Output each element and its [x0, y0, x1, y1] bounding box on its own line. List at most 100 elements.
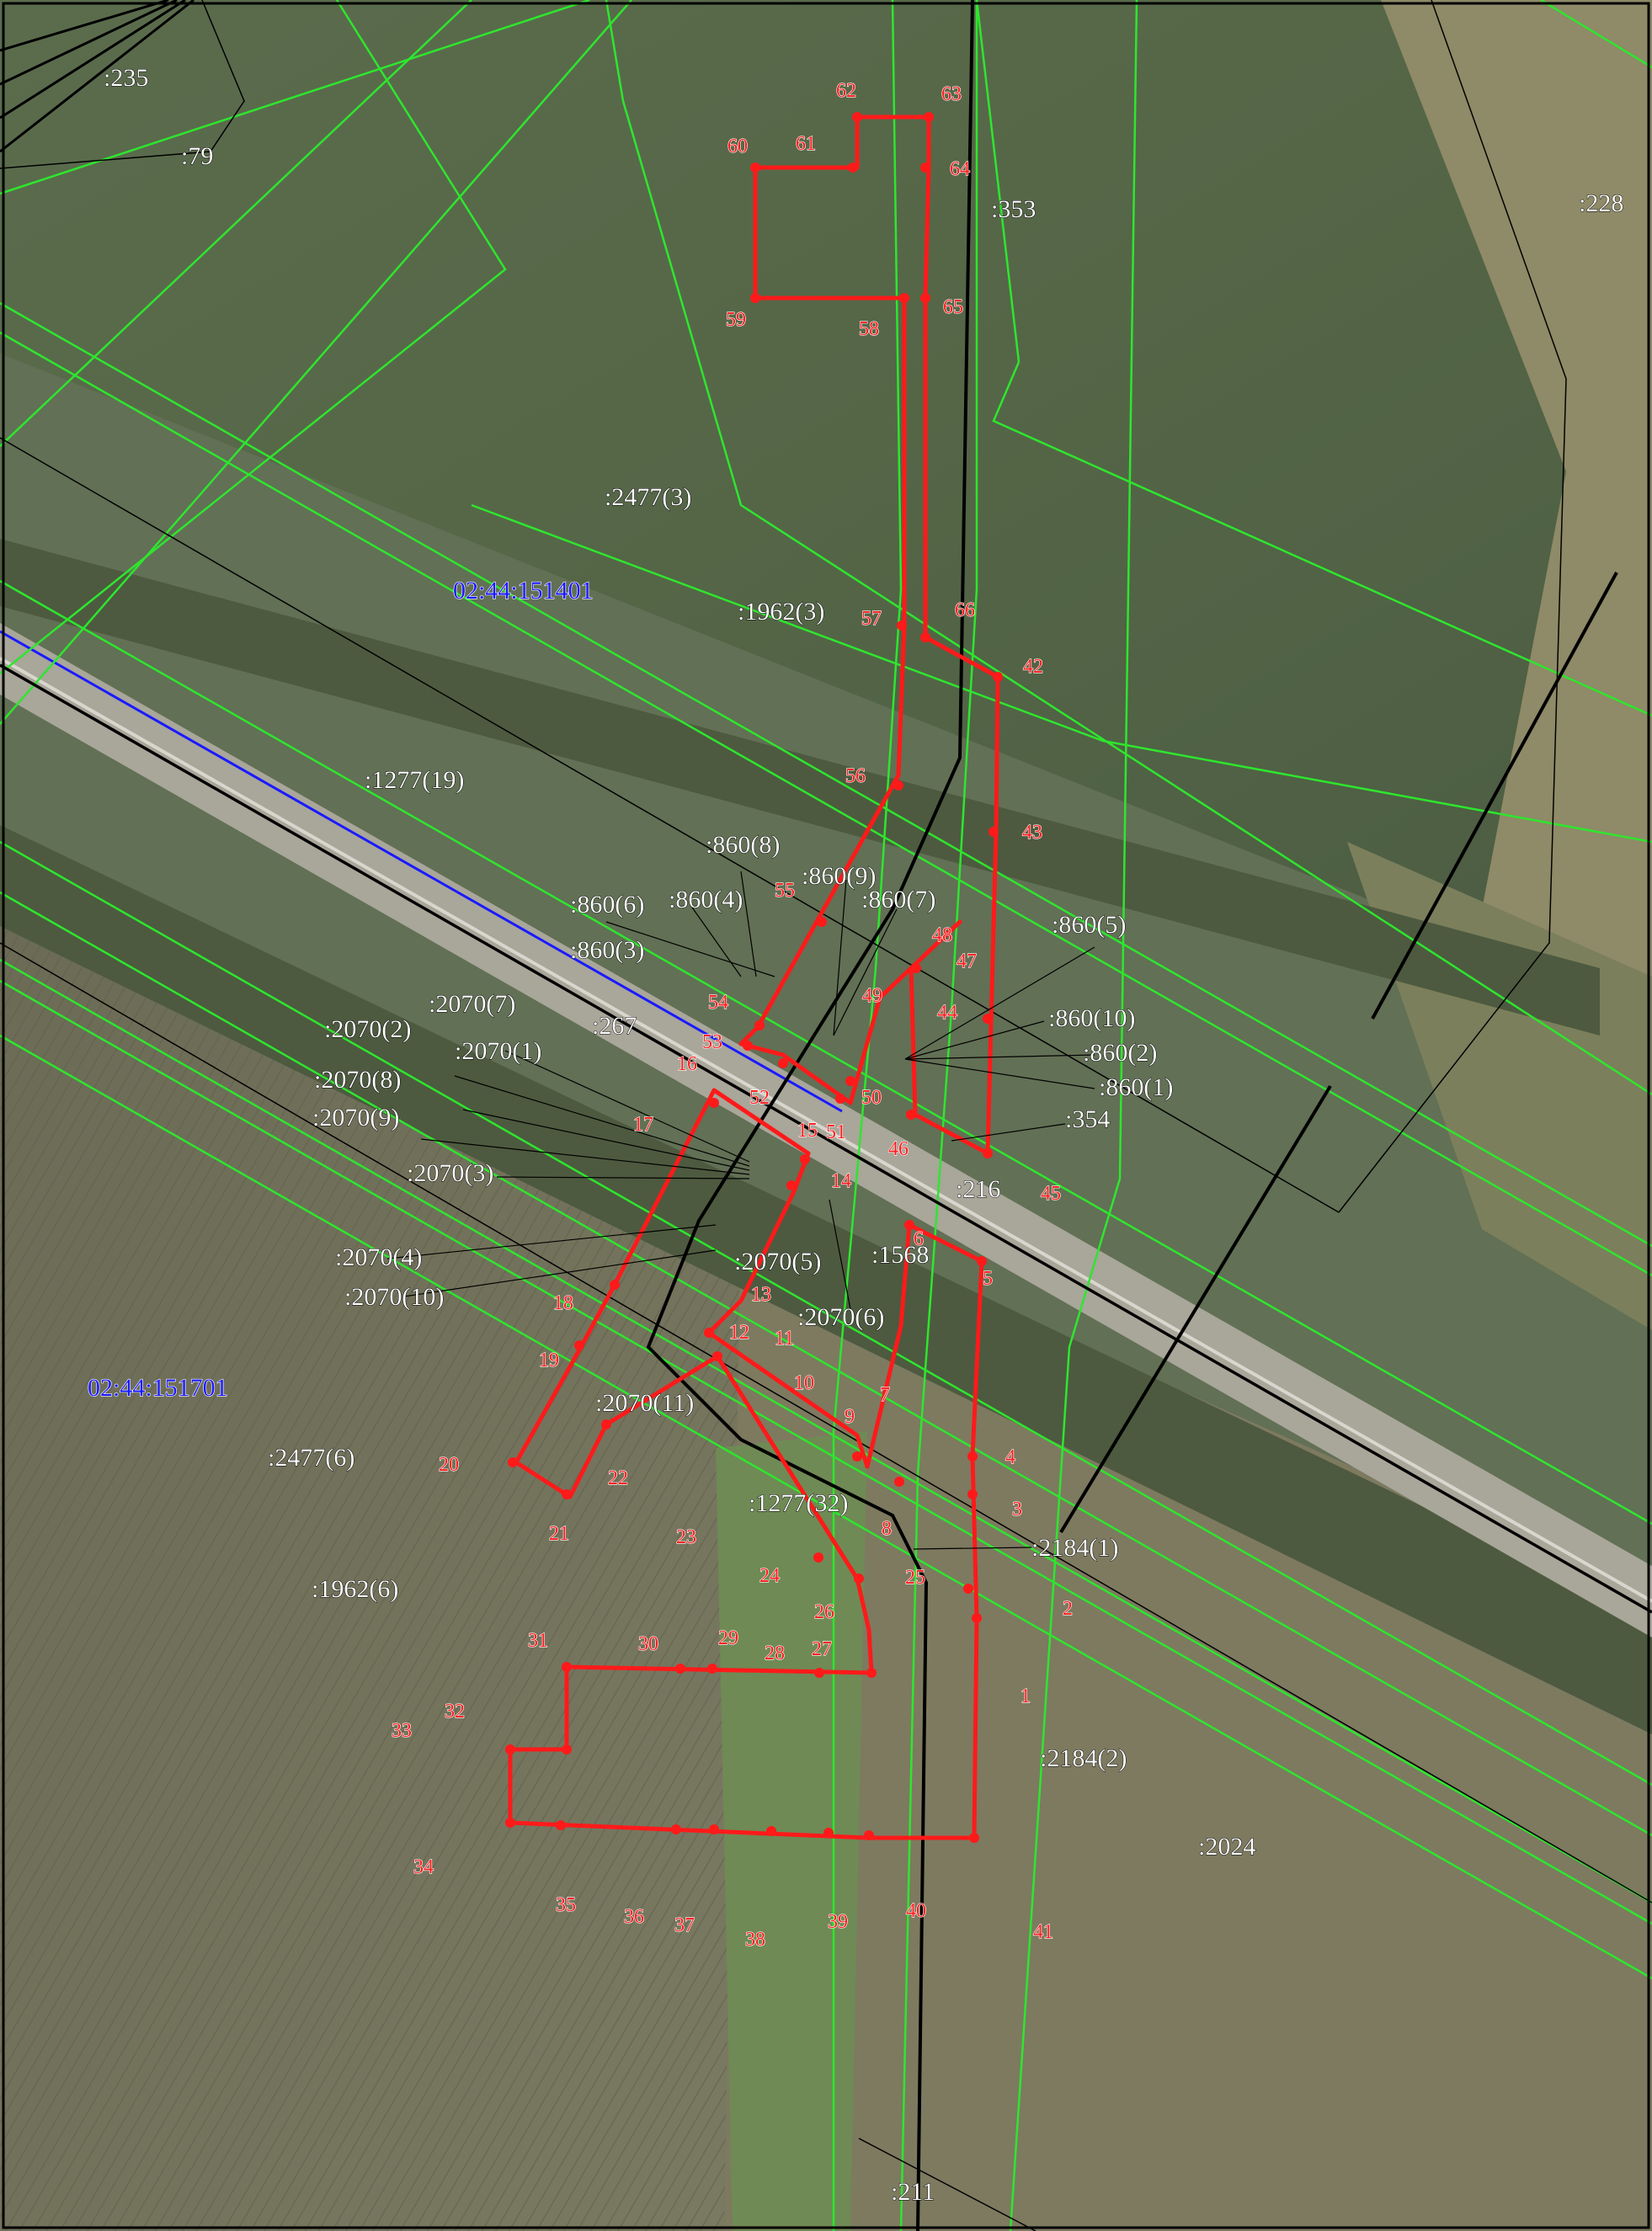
- cad-line: [975, 0, 1021, 363]
- point-dot: [556, 1820, 566, 1830]
- leader-line: [833, 879, 847, 1036]
- leader-line: [904, 1054, 1095, 1060]
- cad-line: [0, 301, 1652, 1248]
- point-dot: [848, 162, 858, 173]
- parcel-label: :2070(6): [797, 1303, 884, 1331]
- leader-line: [904, 1058, 1095, 1089]
- point-label: 32: [445, 1701, 465, 1723]
- point-dot: [766, 1826, 776, 1836]
- point-label: 47: [957, 950, 977, 972]
- cad-line: [0, 331, 1652, 1277]
- point-label: 41: [1033, 1921, 1053, 1943]
- point-dot: [743, 1041, 753, 1051]
- point-dot: [983, 1148, 993, 1158]
- point-label: 5: [983, 1268, 993, 1290]
- parcel-label: :2184(2): [1040, 1744, 1127, 1772]
- parcel-label: :267: [592, 1012, 637, 1040]
- point-dot: [562, 1489, 572, 1499]
- parcel-label: :216: [956, 1175, 1000, 1203]
- border-line: [858, 2138, 1036, 2231]
- point-label: 57: [861, 608, 882, 630]
- point-label: 7: [880, 1384, 890, 1406]
- contour-north: [738, 114, 1000, 1156]
- point-label: 35: [556, 1894, 576, 1916]
- point-label: 56: [845, 765, 866, 787]
- road-line: [0, 0, 169, 52]
- point-label: 61: [796, 133, 816, 155]
- point-dot: [852, 1451, 862, 1462]
- point-dot: [505, 1818, 515, 1828]
- point-label: 12: [729, 1322, 749, 1344]
- point-dot: [920, 632, 930, 642]
- leader-line: [605, 921, 775, 977]
- point-dot: [671, 1824, 681, 1834]
- point-label: 19: [539, 1350, 559, 1371]
- leader-line: [829, 1199, 851, 1310]
- point-dot: [601, 1419, 611, 1430]
- point-dot: [562, 1662, 572, 1672]
- parcel-label: :2477(6): [268, 1444, 354, 1472]
- point-label: 11: [775, 1328, 794, 1350]
- leader-line: [496, 1176, 750, 1179]
- point-dot: [835, 1094, 845, 1104]
- point-label: 21: [549, 1523, 569, 1545]
- point-dot: [709, 1824, 719, 1834]
- leader-line: [913, 1547, 1032, 1550]
- point-dot: [786, 1180, 797, 1190]
- point-label: 15: [797, 1120, 818, 1142]
- border-line: [1338, 0, 1567, 1213]
- parcel-label: :2070(1): [455, 1037, 541, 1065]
- leader-line: [386, 1224, 717, 1259]
- point-dot: [989, 827, 999, 837]
- point-label: 13: [751, 1284, 771, 1306]
- highway-centerline: [0, 657, 1652, 1603]
- cad-line: [0, 891, 1652, 1837]
- point-label: 55: [775, 880, 795, 902]
- point-dot: [712, 1351, 722, 1361]
- quarter-label: 02:44:151401: [453, 577, 594, 604]
- point-dot: [993, 672, 1003, 682]
- point-dot: [924, 112, 934, 122]
- point-dot: [906, 1110, 916, 1120]
- point-label: 39: [828, 1911, 848, 1933]
- point-dot: [911, 963, 921, 973]
- parcel-label: :353: [991, 195, 1036, 223]
- point-label: 26: [814, 1601, 834, 1623]
- point-dot: [972, 1613, 982, 1623]
- point-label: 23: [676, 1526, 696, 1548]
- point-label: 63: [941, 83, 962, 105]
- parcel-label: :2024: [1198, 1833, 1255, 1861]
- parcel-label: :1277(19): [365, 766, 464, 794]
- road-edge-blue: [0, 630, 843, 1113]
- point-dot: [845, 1076, 855, 1086]
- point-label: 10: [794, 1372, 814, 1394]
- point-label: 24: [759, 1565, 780, 1587]
- point-label: 52: [749, 1087, 770, 1109]
- parcel-label: :860(10): [1048, 1004, 1135, 1032]
- point-label: 38: [745, 1929, 765, 1951]
- cad-line: [992, 361, 1652, 717]
- point-dot: [852, 112, 862, 122]
- point-dot: [505, 1744, 515, 1754]
- point-dot: [866, 1668, 877, 1678]
- leader-line: [420, 1138, 750, 1175]
- point-label: 43: [1022, 822, 1042, 844]
- parcel-label: :2070(4): [335, 1243, 422, 1271]
- point-dot: [817, 917, 827, 927]
- leader-line: [454, 1075, 750, 1167]
- quarter-label: 02:44:151701: [88, 1374, 228, 1402]
- point-dot: [899, 293, 909, 303]
- point-label: 20: [439, 1454, 459, 1476]
- road-line: [0, 0, 178, 86]
- point-dot: [894, 1477, 904, 1487]
- field-road: [646, 0, 974, 2231]
- point-label: 28: [765, 1643, 785, 1664]
- parcel-label: :2070(11): [595, 1389, 694, 1417]
- point-label: 17: [633, 1114, 653, 1136]
- parcel-label: :2184(1): [1031, 1534, 1118, 1562]
- tree-belt-north: [0, 539, 1600, 1036]
- point-dot: [675, 1664, 685, 1674]
- point-label: 34: [413, 1856, 434, 1878]
